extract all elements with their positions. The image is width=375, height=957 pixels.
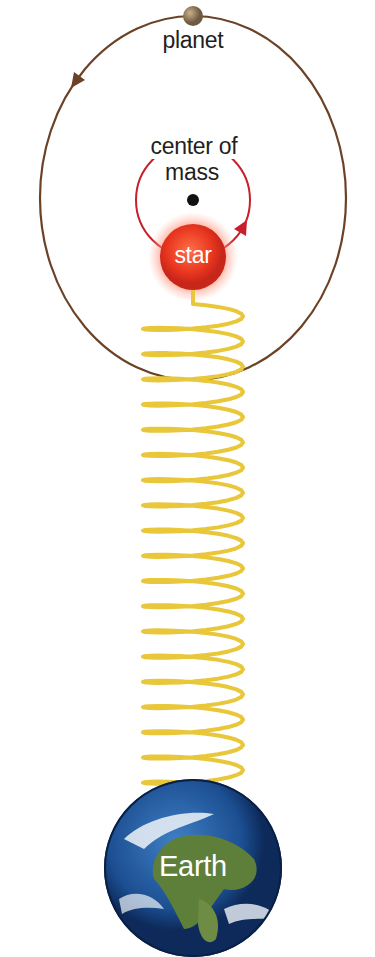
star-glow (148, 212, 238, 302)
star-label: star (160, 243, 226, 268)
center-of-mass-label: center of mass (143, 134, 243, 186)
earth-node: Earth (104, 779, 282, 957)
earth-label: Earth (104, 851, 282, 883)
star-orbit-arrowhead (234, 220, 247, 236)
star-node: star (160, 224, 226, 290)
planet-label: planet (143, 28, 243, 53)
light-wave (143, 290, 243, 784)
center-of-mass-dot (187, 194, 199, 206)
orbit-arrowhead (71, 72, 85, 88)
planet-node: planet (143, 4, 243, 58)
planet-orbit (40, 16, 346, 380)
